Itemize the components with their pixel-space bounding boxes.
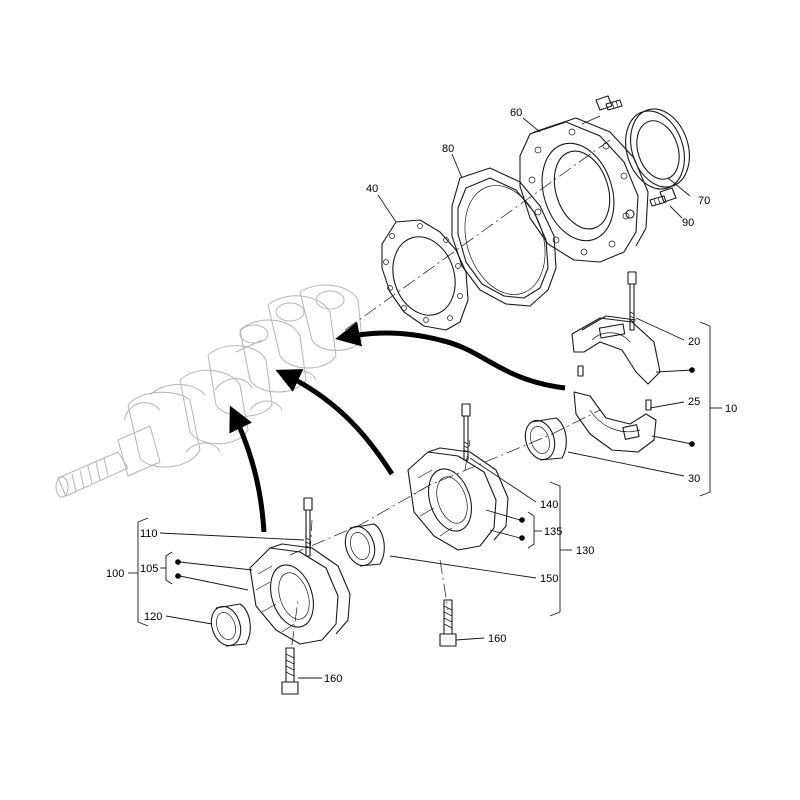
- bearing-shell-150: [344, 523, 385, 567]
- callout-40: 40: [366, 183, 378, 195]
- bracket-135: [527, 511, 535, 549]
- callout-160-front: 160: [324, 673, 342, 685]
- bearing-shell-30: [524, 417, 567, 461]
- bracket-105: [165, 551, 173, 585]
- callout-labels: 40 80 60 70 90 20 25 10 30 140 135 130 1…: [106, 107, 737, 685]
- reference-dots: [175, 367, 695, 579]
- gasket-80: [451, 167, 557, 307]
- callout-135: 135: [544, 526, 562, 538]
- gasket-flange-40: [381, 219, 469, 331]
- bearing-carrier-130: [407, 403, 509, 647]
- screw-top-60: [595, 95, 623, 111]
- arrow-cap-to-crank: [335, 321, 566, 391]
- bearing-carrier-100: [249, 497, 351, 695]
- callout-110: 110: [140, 528, 158, 540]
- callout-130: 130: [576, 545, 594, 557]
- assembly-axis-lines: [289, 139, 611, 646]
- bracket-130: [549, 481, 561, 617]
- arrow-carrier130-to-crank: [275, 369, 395, 476]
- callout-20: 20: [688, 336, 700, 348]
- crankshaft-ghost: [55, 284, 363, 498]
- callout-160-middle: 160: [488, 633, 506, 645]
- callout-120: 120: [144, 611, 162, 623]
- screw-90: [649, 187, 677, 207]
- bracket-100: [137, 517, 149, 627]
- arrow-carrier100-to-crank: [229, 405, 267, 533]
- group-brackets: [128, 321, 722, 627]
- bracket-10: [699, 321, 711, 497]
- callout-105: 105: [140, 563, 158, 575]
- callout-150: 150: [540, 573, 558, 585]
- callout-30: 30: [688, 473, 700, 485]
- oil-seal-70: [625, 108, 690, 190]
- bearing-cap-assembly-10: [571, 271, 661, 453]
- bearing-shell-120: [210, 603, 251, 647]
- callout-25: 25: [688, 396, 700, 408]
- callout-10: 10: [725, 403, 737, 415]
- callout-80: 80: [442, 143, 454, 155]
- rear-housing-60: [519, 117, 649, 263]
- leader-lines: [159, 115, 693, 679]
- assembly-arrows: [229, 321, 566, 533]
- callout-70: 70: [698, 195, 710, 207]
- callout-100: 100: [106, 568, 124, 580]
- callout-90: 90: [682, 217, 694, 229]
- callout-60: 60: [510, 107, 522, 119]
- callout-140: 140: [540, 499, 558, 511]
